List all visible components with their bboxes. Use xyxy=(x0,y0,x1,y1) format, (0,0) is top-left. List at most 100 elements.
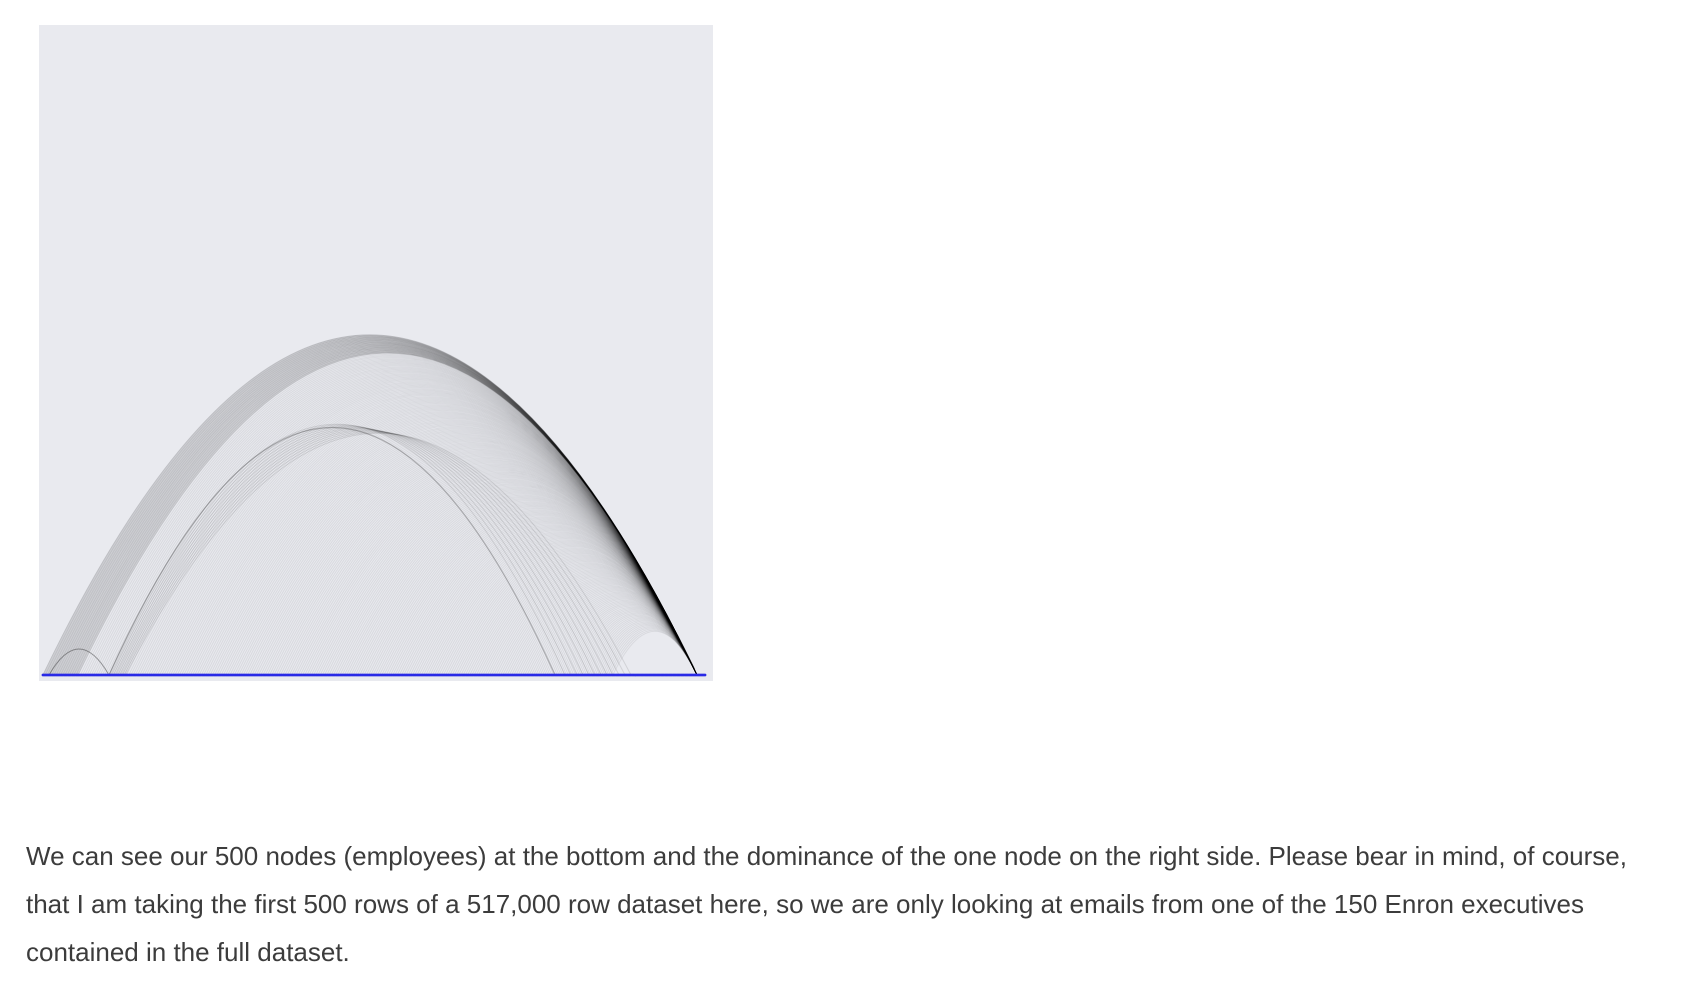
node-row-group xyxy=(41,673,707,677)
arc-link xyxy=(60,343,698,676)
arc-link xyxy=(504,574,698,676)
arc-link xyxy=(607,628,698,676)
arc-link xyxy=(42,334,698,676)
arc-link xyxy=(357,498,698,676)
arc-link xyxy=(363,501,698,676)
arc-link xyxy=(286,461,698,676)
arc-link xyxy=(172,401,698,676)
arc-link xyxy=(282,459,698,676)
arc-link xyxy=(376,508,698,676)
arc-link xyxy=(478,561,698,676)
arc-link xyxy=(229,431,698,676)
arc-link xyxy=(372,506,698,676)
arc-link xyxy=(321,479,698,676)
arc-link xyxy=(79,353,698,676)
arc-link xyxy=(328,483,698,676)
arc-link xyxy=(84,356,698,676)
arc-link xyxy=(71,349,698,676)
arc-link xyxy=(218,425,698,676)
arc-link xyxy=(108,368,698,676)
arc-link xyxy=(442,542,698,676)
arc-link xyxy=(253,444,698,676)
arc-link xyxy=(297,467,698,676)
arc-link xyxy=(55,341,698,676)
arc-link xyxy=(330,484,698,676)
arc-link xyxy=(302,469,698,676)
arc-link xyxy=(379,509,698,676)
arc-link xyxy=(407,524,698,676)
arc-link xyxy=(97,363,698,676)
arc-link xyxy=(225,429,698,676)
arc-link xyxy=(54,340,698,676)
arc-link xyxy=(517,581,698,676)
arc-link xyxy=(176,404,698,676)
arc-link xyxy=(137,383,698,676)
arc-link xyxy=(337,487,698,676)
arc-link xyxy=(269,452,698,676)
arc-link xyxy=(475,560,698,676)
arc-link xyxy=(183,407,698,676)
arc-link xyxy=(53,340,698,676)
arc-link xyxy=(594,621,698,676)
arc-link xyxy=(383,512,698,676)
arc-link xyxy=(227,430,698,676)
arc-link xyxy=(95,361,698,676)
arc-link xyxy=(242,438,698,676)
arc-link xyxy=(106,367,698,676)
arc-link xyxy=(249,442,698,676)
arc-link xyxy=(222,428,698,676)
arc-link xyxy=(48,648,110,676)
arc-link xyxy=(271,453,698,676)
arc-link xyxy=(605,627,698,676)
arc-link xyxy=(447,544,698,676)
arc-link xyxy=(502,573,698,676)
arc-link xyxy=(233,433,698,676)
arc-diagram-figure xyxy=(39,25,713,681)
arc-link xyxy=(159,395,698,676)
arc-link xyxy=(113,426,584,676)
arc-link xyxy=(178,405,698,676)
arc-link xyxy=(266,451,698,676)
arc-link xyxy=(414,528,698,676)
arc-link xyxy=(440,541,698,676)
arc-link xyxy=(341,490,698,676)
arc-link xyxy=(315,476,698,676)
arc-link xyxy=(170,400,698,676)
arc-link xyxy=(46,336,698,676)
arc-link xyxy=(214,423,698,676)
arc-link xyxy=(66,347,698,676)
arc-link xyxy=(295,465,698,676)
arc-link xyxy=(319,478,698,676)
arc-link xyxy=(566,606,698,676)
arc-link xyxy=(65,346,698,676)
arc-link xyxy=(120,430,614,676)
arc-link xyxy=(125,432,632,676)
arc-link xyxy=(563,605,698,676)
arc-link xyxy=(156,393,698,676)
arc-link xyxy=(220,427,698,676)
arc-link xyxy=(46,336,698,676)
arc-link xyxy=(368,504,698,676)
arc-link xyxy=(64,346,698,676)
arc-link xyxy=(174,403,698,676)
arc-link xyxy=(55,341,698,676)
arc-link xyxy=(515,580,698,676)
arc-link xyxy=(260,447,698,676)
arc-link xyxy=(86,357,698,676)
arc-link xyxy=(456,549,698,676)
arc-link xyxy=(52,339,698,676)
arc-link xyxy=(141,386,698,676)
arc-link xyxy=(130,380,698,676)
arc-link xyxy=(288,462,698,676)
arc-link xyxy=(438,540,698,676)
arc-link xyxy=(262,449,698,676)
arc-link xyxy=(317,477,698,676)
arc-link xyxy=(148,389,698,676)
arc-link xyxy=(506,576,698,676)
arc-link xyxy=(513,579,698,676)
arc-link xyxy=(401,520,698,676)
arc-link xyxy=(62,345,698,676)
arc-link xyxy=(154,392,698,676)
arc-link xyxy=(132,381,698,676)
arc-link xyxy=(247,440,698,676)
